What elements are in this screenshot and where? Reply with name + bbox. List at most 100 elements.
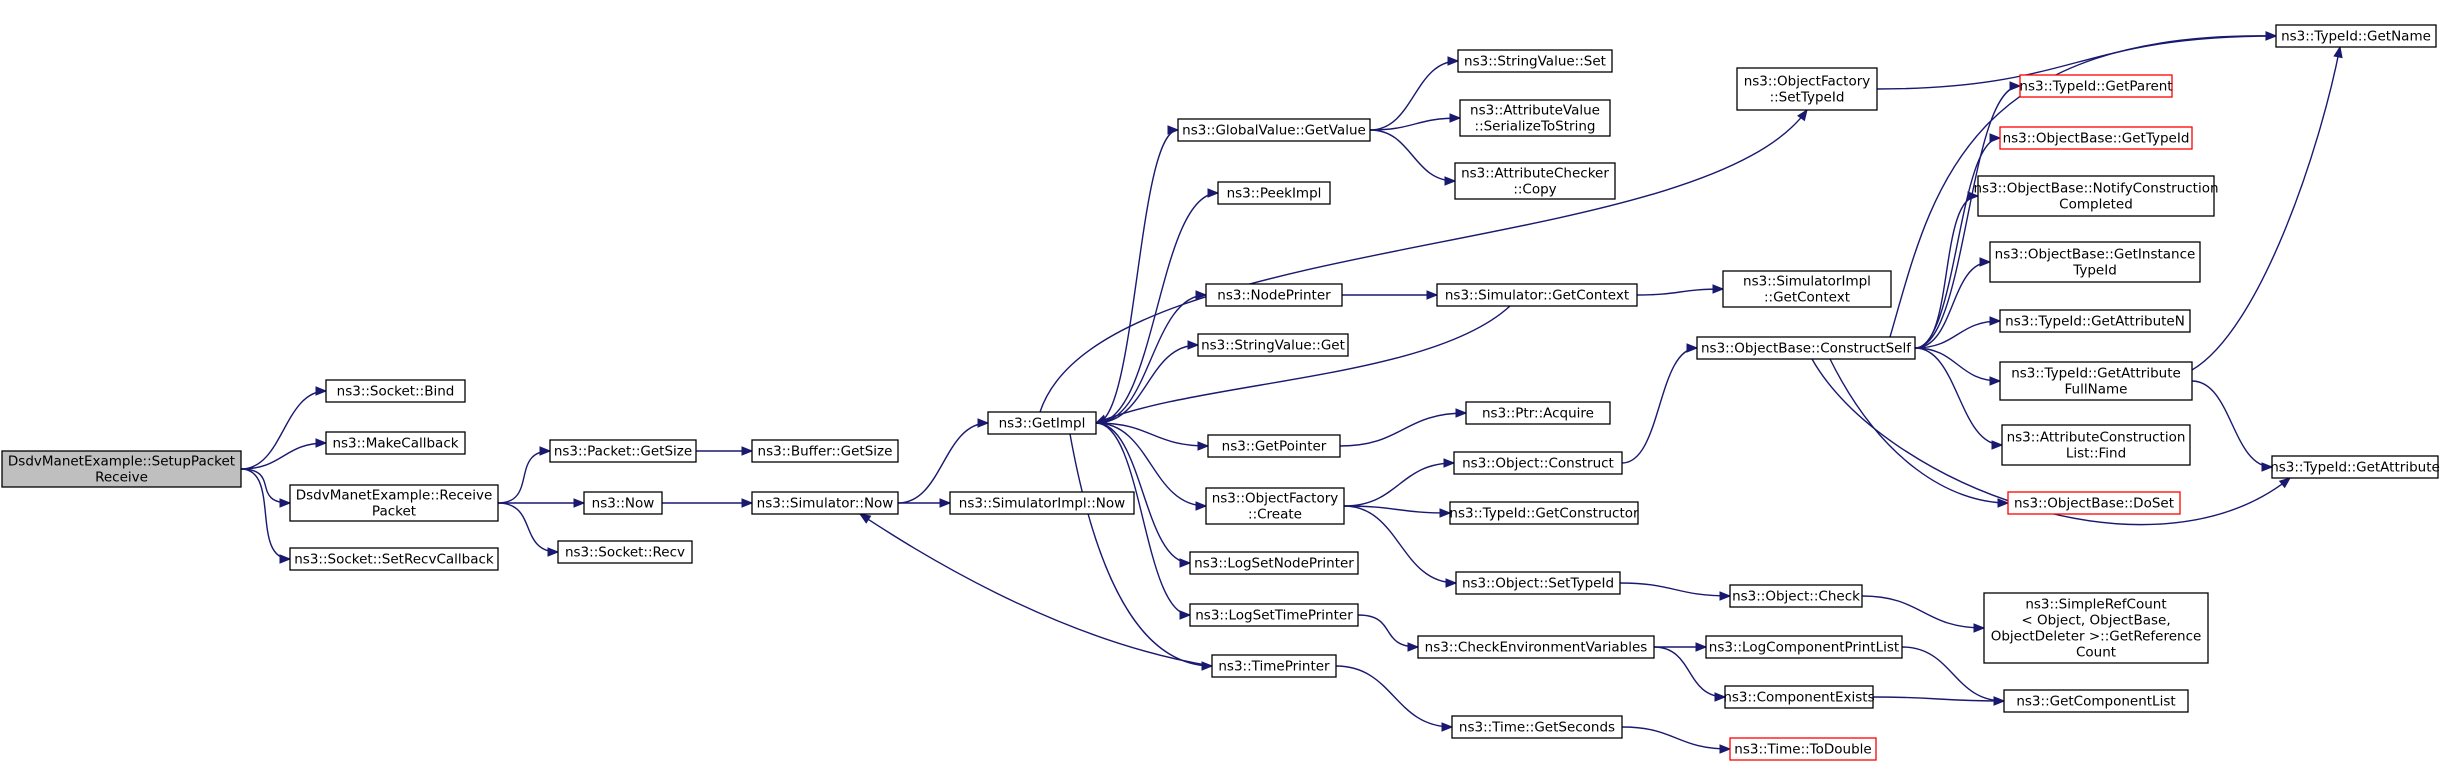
edge-line: [1914, 261, 1991, 349]
edge-line: [497, 502, 559, 553]
node-nodeprinter[interactable]: ns3::NodePrinter: [1205, 283, 1343, 307]
node-objconstruct[interactable]: ns3::Object::Construct: [1453, 451, 1623, 475]
node-ofcreate[interactable]: ns3::ObjectFactory::Create: [1205, 487, 1345, 525]
edge-arrowhead: [741, 498, 754, 508]
node-obdoset[interactable]: ns3::ObjectBase::DoSet: [2007, 491, 2181, 515]
node-obgettid[interactable]: ns3::ObjectBase::GetTypeId: [1999, 126, 2193, 150]
edge-timeprinter-to-timegetsec: [1335, 665, 1454, 732]
node-box: [1211, 654, 1337, 678]
node-tidgetname[interactable]: ns3::TypeId::GetName: [2275, 24, 2437, 48]
edge-line: [1369, 60, 1459, 131]
node-getcomplist[interactable]: ns3::GetComponentList: [2003, 689, 2189, 713]
node-setrecvcb[interactable]: ns3::Socket::SetRecvCallback: [289, 547, 499, 571]
edge-setup-to-recvpkt: [240, 468, 292, 508]
node-simimplgetctx[interactable]: ns3::SimulatorImpl::GetContext: [1722, 270, 1892, 308]
node-simimplnow[interactable]: ns3::SimulatorImpl::Now: [949, 491, 1135, 515]
node-bufsize[interactable]: ns3::Buffer::GetSize: [751, 439, 899, 463]
edge-line: [1095, 192, 1219, 424]
node-gvgetvalue[interactable]: ns3::GlobalValue::GetValue: [1177, 118, 1371, 142]
edge-arrowhead: [1195, 290, 1208, 300]
edge-arrowhead: [2333, 45, 2343, 59]
node-label: ns3::TypeId::GetAttributeN: [2005, 314, 2185, 330]
edge-line: [240, 390, 327, 470]
node-accopy[interactable]: ns3::AttributeChecker::Copy: [1454, 162, 1616, 200]
node-box: [1977, 175, 2215, 217]
edge-pktsize-to-bufsize: [695, 446, 754, 456]
node-box: [1729, 584, 1863, 608]
node-ptracquire[interactable]: ns3::Ptr::Acquire: [1465, 401, 1611, 425]
edge-arrowhead: [279, 498, 292, 508]
edge-obconstructself-to-obnotify: [1914, 191, 1980, 349]
node-timegetsec[interactable]: ns3::Time::GetSeconds: [1451, 715, 1623, 739]
edge-line: [1343, 505, 1451, 514]
node-peekimpl[interactable]: ns3::PeekImpl: [1217, 181, 1331, 205]
node-getimpl[interactable]: ns3::GetImpl: [987, 411, 1097, 435]
edge-setup-to-makecb: [240, 438, 328, 470]
edge-arrowhead: [1179, 610, 1192, 620]
node-obnotify[interactable]: ns3::ObjectBase::NotifyConstructionCompl…: [1973, 175, 2219, 217]
edge-arrowhead: [1201, 661, 1214, 671]
node-label: ns3::ObjectFactory: [1744, 74, 1871, 90]
node-label: ns3::Socket::Bind: [337, 384, 455, 400]
node-label: ::SerializeToString: [1475, 119, 1596, 135]
edge-arrowhead: [1441, 722, 1454, 732]
node-simgetctx[interactable]: ns3::Simulator::GetContext: [1436, 283, 1638, 307]
node-sockrecv[interactable]: ns3::Socket::Recv: [557, 540, 693, 564]
node-box: [289, 484, 499, 522]
node-tidgetctor[interactable]: ns3::TypeId::GetConstructor: [1449, 501, 1639, 525]
node-getpointer[interactable]: ns3::GetPointer: [1207, 434, 1341, 458]
node-box: [1999, 126, 2193, 150]
node-tidgetparent[interactable]: ns3::TypeId::GetParent: [2019, 74, 2173, 98]
node-svget[interactable]: ns3::StringValue::Get: [1197, 333, 1349, 357]
edge-checkenv-to-compexists: [1653, 646, 1727, 702]
edge-getimpl-to-logsettime: [1095, 422, 1192, 620]
edge-gvgetvalue-to-avser: [1369, 113, 1462, 131]
node-ofsettid[interactable]: ns3::ObjectFactory::SetTypeId: [1736, 67, 1878, 111]
node-tidgetattrn[interactable]: ns3::TypeId::GetAttributeN: [1999, 309, 2191, 333]
node-pktsize[interactable]: ns3::Packet::GetSize: [549, 439, 697, 463]
node-makecb[interactable]: ns3::MakeCallback: [325, 431, 466, 455]
node-logsetnode[interactable]: ns3::LogSetNodePrinter: [1189, 551, 1359, 575]
node-objsettid[interactable]: ns3::Object::SetTypeId: [1455, 571, 1621, 595]
node-now[interactable]: ns3::Now: [583, 491, 663, 515]
node-bind[interactable]: ns3::Socket::Bind: [325, 379, 466, 403]
node-box: [1189, 551, 1359, 575]
edge-obconstructself-to-tidgetname: [1889, 31, 2278, 338]
node-box: [583, 491, 663, 515]
node-timetodouble[interactable]: ns3::Time::ToDouble: [1729, 737, 1877, 761]
node-objcheck[interactable]: ns3::Object::Check: [1729, 584, 1863, 608]
edge-setup-to-setrecvcb: [240, 468, 292, 564]
node-logcompprint[interactable]: ns3::LogComponentPrintList: [1705, 635, 1903, 659]
node-timeprinter[interactable]: ns3::TimePrinter: [1211, 654, 1337, 678]
edge-nodeprinter-to-simgetctx: [1342, 290, 1439, 300]
edge-arrowhead: [1197, 441, 1210, 451]
node-checkenv[interactable]: ns3::CheckEnvironmentVariables: [1417, 635, 1655, 659]
edge-line: [1653, 646, 1726, 698]
node-simnow[interactable]: ns3::Simulator::Now: [751, 491, 899, 515]
node-obconstructself[interactable]: ns3::ObjectBase::ConstructSelf: [1696, 336, 1916, 360]
node-label: ns3::TimePrinter: [1218, 659, 1330, 675]
edge-ofcreate-to-objconstruct: [1343, 458, 1456, 507]
edge-arrowhead: [1714, 692, 1727, 702]
node-label: ns3::AttributeConstruction: [2007, 430, 2186, 446]
node-logsettime[interactable]: ns3::LogSetTimePrinter: [1189, 603, 1359, 627]
node-svset[interactable]: ns3::StringValue::Set: [1457, 49, 1613, 73]
edge-getimpl-to-logsetnode: [1095, 422, 1192, 568]
node-tidgetattr[interactable]: ns3::TypeId::GetAttribute: [2270, 455, 2440, 479]
node-compexists[interactable]: ns3::ComponentExists: [1723, 685, 1875, 709]
node-box: [1197, 333, 1349, 357]
node-avser[interactable]: ns3::AttributeValue::SerializeToString: [1459, 99, 1611, 137]
edge-line: [1095, 422, 1207, 507]
node-box: [1451, 715, 1623, 739]
node-simplerefcount[interactable]: ns3::SimpleRefCount< Object, ObjectBase,…: [1983, 592, 2209, 664]
node-label: DsdvManetExample::Receive: [296, 488, 493, 504]
edge-simgetctx-to-simimplgetctx: [1636, 284, 1725, 296]
edge-arrowhead: [2265, 31, 2278, 41]
edge-arrowhead: [573, 498, 586, 508]
